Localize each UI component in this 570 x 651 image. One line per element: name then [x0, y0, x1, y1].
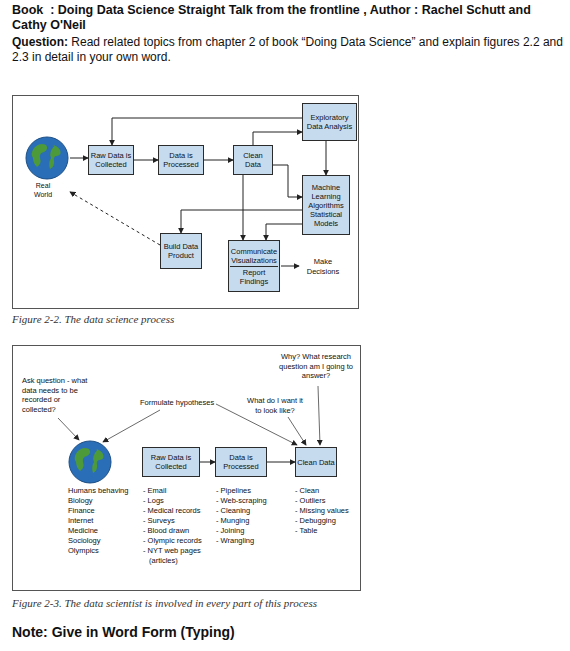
box-text: Raw Data is Collected: [90, 151, 132, 169]
figure-frame: [13, 96, 359, 309]
callout-note: Formulate hypotheses: [140, 398, 220, 408]
question-line: Question: Read related topics from chapt…: [12, 35, 564, 65]
box-text: Build Data Product: [162, 242, 200, 260]
process-box: Data is Processed: [215, 447, 267, 477]
box-text: Data is Processed: [217, 453, 265, 471]
flow-arrow: [112, 118, 302, 145]
label-keyword: Note:: [12, 624, 48, 640]
list-item: - Munging: [216, 516, 290, 526]
box-text: Machine Learning Algorithms Statistical …: [304, 183, 348, 228]
list-item: - Wrangling: [216, 536, 290, 546]
flow-arrow: [243, 175, 244, 240]
flow-arrow: [253, 132, 302, 145]
list-item: - Web-scraping: [216, 496, 290, 506]
figure-caption: Figure 2-2. The data science process: [12, 313, 362, 326]
figure-caption: Figure 2-3. The data scientist is involv…: [12, 597, 432, 610]
process-box: Raw Data is Collected: [88, 145, 134, 175]
globe-ocean: [69, 441, 111, 483]
list-item: - Clean: [295, 486, 357, 496]
note-line: Note: Give in Word Form (Typing): [12, 624, 564, 641]
flow-arrow: [134, 160, 158, 161]
globe-land: [49, 145, 60, 169]
list-item: - Table: [295, 526, 357, 536]
flow-arrow: [266, 224, 302, 240]
list-item: - Logs: [143, 496, 211, 506]
list-item: - Surveys: [143, 516, 211, 526]
flow-arrow: [181, 210, 302, 233]
process-box: Exploratory Data Analysis: [302, 103, 357, 141]
list-item: Biology: [68, 496, 138, 506]
list-item: - Joining: [216, 526, 290, 536]
list-item: - Cleaning: [216, 506, 290, 516]
list-item: Medicine: [68, 526, 138, 536]
box-text: Communicate Visualizations: [230, 247, 278, 265]
callout-note: Ask question - what data needs to be rec…: [22, 376, 88, 414]
globe-land: [75, 448, 90, 471]
label-keyword: Question:: [12, 35, 68, 49]
leader-line: [288, 417, 306, 445]
list-item: Internet: [68, 516, 138, 526]
page-title: Book : Doing Data Science Straight Talk …: [12, 3, 560, 33]
flow-arrow: [204, 160, 233, 161]
globe-land: [32, 144, 47, 167]
label-text: Read related topics from chapter 2 of bo…: [12, 35, 563, 64]
list-item: - Olympic records: [143, 536, 211, 546]
list-item: - Debugging: [295, 516, 357, 526]
globe-land: [92, 449, 103, 473]
flow-arrow: [70, 158, 88, 159]
process-box: Clean Data: [233, 145, 273, 175]
globe-ocean: [26, 137, 68, 179]
callout-note: Why? What research question am I going t…: [272, 352, 360, 381]
diagram-label: Make Decisions: [302, 257, 344, 276]
list-item: - NYT web pages (articles): [143, 546, 211, 565]
globe-illustration: [24, 136, 70, 180]
box-text: Clean Data: [235, 151, 271, 169]
box-text: Report Findings: [230, 266, 278, 286]
flow-arrow: [200, 462, 215, 463]
globe-illustration: [69, 441, 111, 483]
list-item: - Missing values: [295, 506, 357, 516]
box-text: Data is Processed: [160, 151, 202, 169]
box-text: Clean Data: [297, 458, 335, 467]
list-item: - Blood drawn: [143, 526, 211, 536]
process-box: Communicate VisualizationsReport Finding…: [228, 240, 280, 292]
leader-line: [103, 410, 160, 442]
flow-arrow: [273, 165, 302, 197]
globe-label: Real World: [28, 182, 58, 199]
flow-arrow: [326, 141, 327, 175]
decision-arrow: [281, 266, 299, 267]
list-item: - Medical records: [143, 506, 211, 516]
leader-line: [318, 386, 320, 445]
dashed-connector: [70, 192, 160, 245]
flow-arrow: [267, 462, 295, 463]
list-item: Olympics: [68, 546, 138, 556]
list-item: Sociology: [68, 536, 138, 546]
leader-line: [58, 418, 79, 440]
box-text: Exploratory Data Analysis: [304, 113, 355, 131]
process-box: Raw Data is Collected: [142, 447, 200, 477]
figure-frame: [13, 346, 361, 591]
process-box: Data is Processed: [158, 145, 204, 175]
process-box: Machine Learning Algorithms Statistical …: [302, 175, 350, 235]
globe-node: Real World: [24, 136, 70, 202]
process-box: Clean Data: [295, 447, 337, 477]
box-text: Raw Data is Collected: [144, 453, 198, 471]
process-box: Build Data Product: [160, 233, 202, 269]
list-item: - Email: [143, 486, 211, 496]
list-item: - Outliers: [295, 496, 357, 506]
label-text: Give in Word Form (Typing): [52, 624, 235, 640]
list-item: Finance: [68, 506, 138, 516]
callout-note: What do I want it to look like?: [244, 396, 306, 415]
list-item: Humans behaving: [68, 486, 138, 496]
list-item: - Pipelines: [216, 486, 290, 496]
